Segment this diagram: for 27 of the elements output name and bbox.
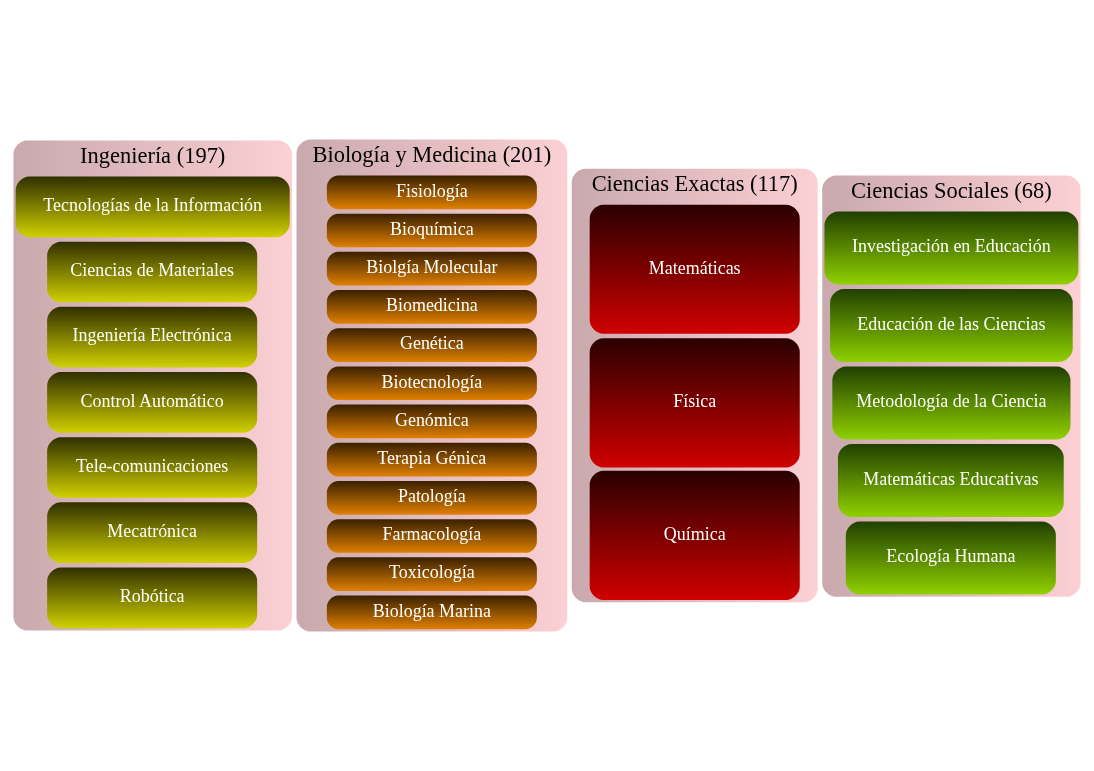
node-box: Terapia Génica <box>326 442 537 477</box>
node-box: Matemáticas Educativas <box>837 443 1064 517</box>
node-box: Toxicología <box>326 557 537 592</box>
node-box: Tele-comunicaciones <box>47 437 258 498</box>
node-box: Investigación en Educación <box>824 211 1079 285</box>
node-box: Metodología de la Ciencia <box>832 366 1071 440</box>
node-box: Genómica <box>326 404 537 439</box>
node-box: Química <box>589 470 800 601</box>
node-box: Educación de las Ciencias <box>830 288 1073 362</box>
node-box: Robótica <box>47 567 258 629</box>
node-box: Fisiología <box>326 175 537 210</box>
node-box: Mecatrónica <box>47 502 258 563</box>
node-box: Genética <box>326 328 537 362</box>
node-box: Patología <box>326 481 537 515</box>
node-box: Biología Marina <box>326 595 537 630</box>
node-box: Ecología Humana <box>845 521 1056 595</box>
node-box: Control Automático <box>47 372 258 433</box>
node-box: Matemáticas <box>589 204 800 334</box>
node-box: Ciencias de Materiales <box>47 241 258 303</box>
node-box: Física <box>589 338 800 468</box>
node-box: Biomedicina <box>326 290 537 324</box>
node-box: Ingeniería Electrónica <box>47 306 258 368</box>
node-box: Biolgía Molecular <box>326 251 537 286</box>
node-box: Biotecnología <box>326 366 537 401</box>
node-box: Bioquímica <box>326 213 537 248</box>
node-box: Tecnologías de la Información <box>15 176 290 238</box>
node-box: Farmacología <box>326 519 537 553</box>
